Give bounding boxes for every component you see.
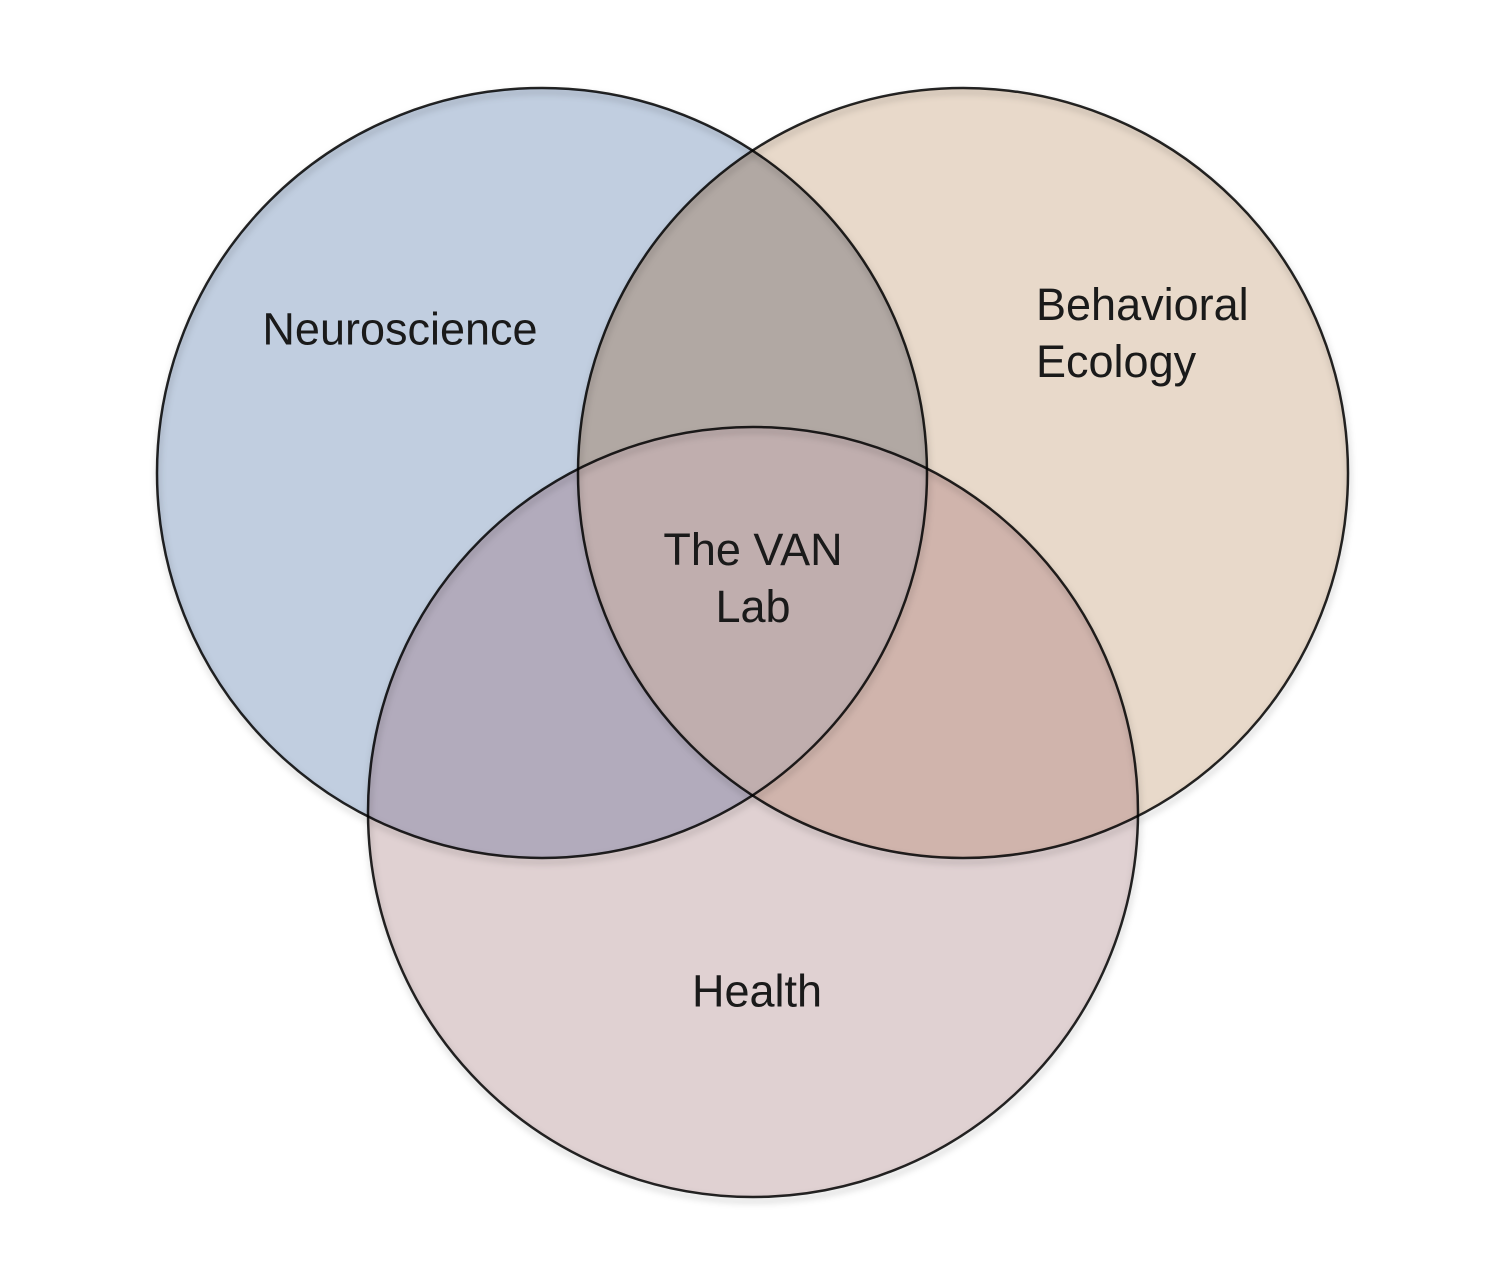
neuroscience-circle-outline: [155, 86, 929, 860]
health-circle-outline: [366, 425, 1140, 1199]
circle-outlines: [155, 86, 1350, 1199]
label-van-lab: The VAN Lab: [663, 524, 843, 632]
behavioral-ecology-circle-outline: [576, 86, 1350, 860]
label-neuroscience: Neuroscience: [262, 303, 538, 355]
label-behavioral-ecology: Behavioral Ecology: [1036, 279, 1249, 387]
label-health: Health: [691, 965, 823, 1017]
